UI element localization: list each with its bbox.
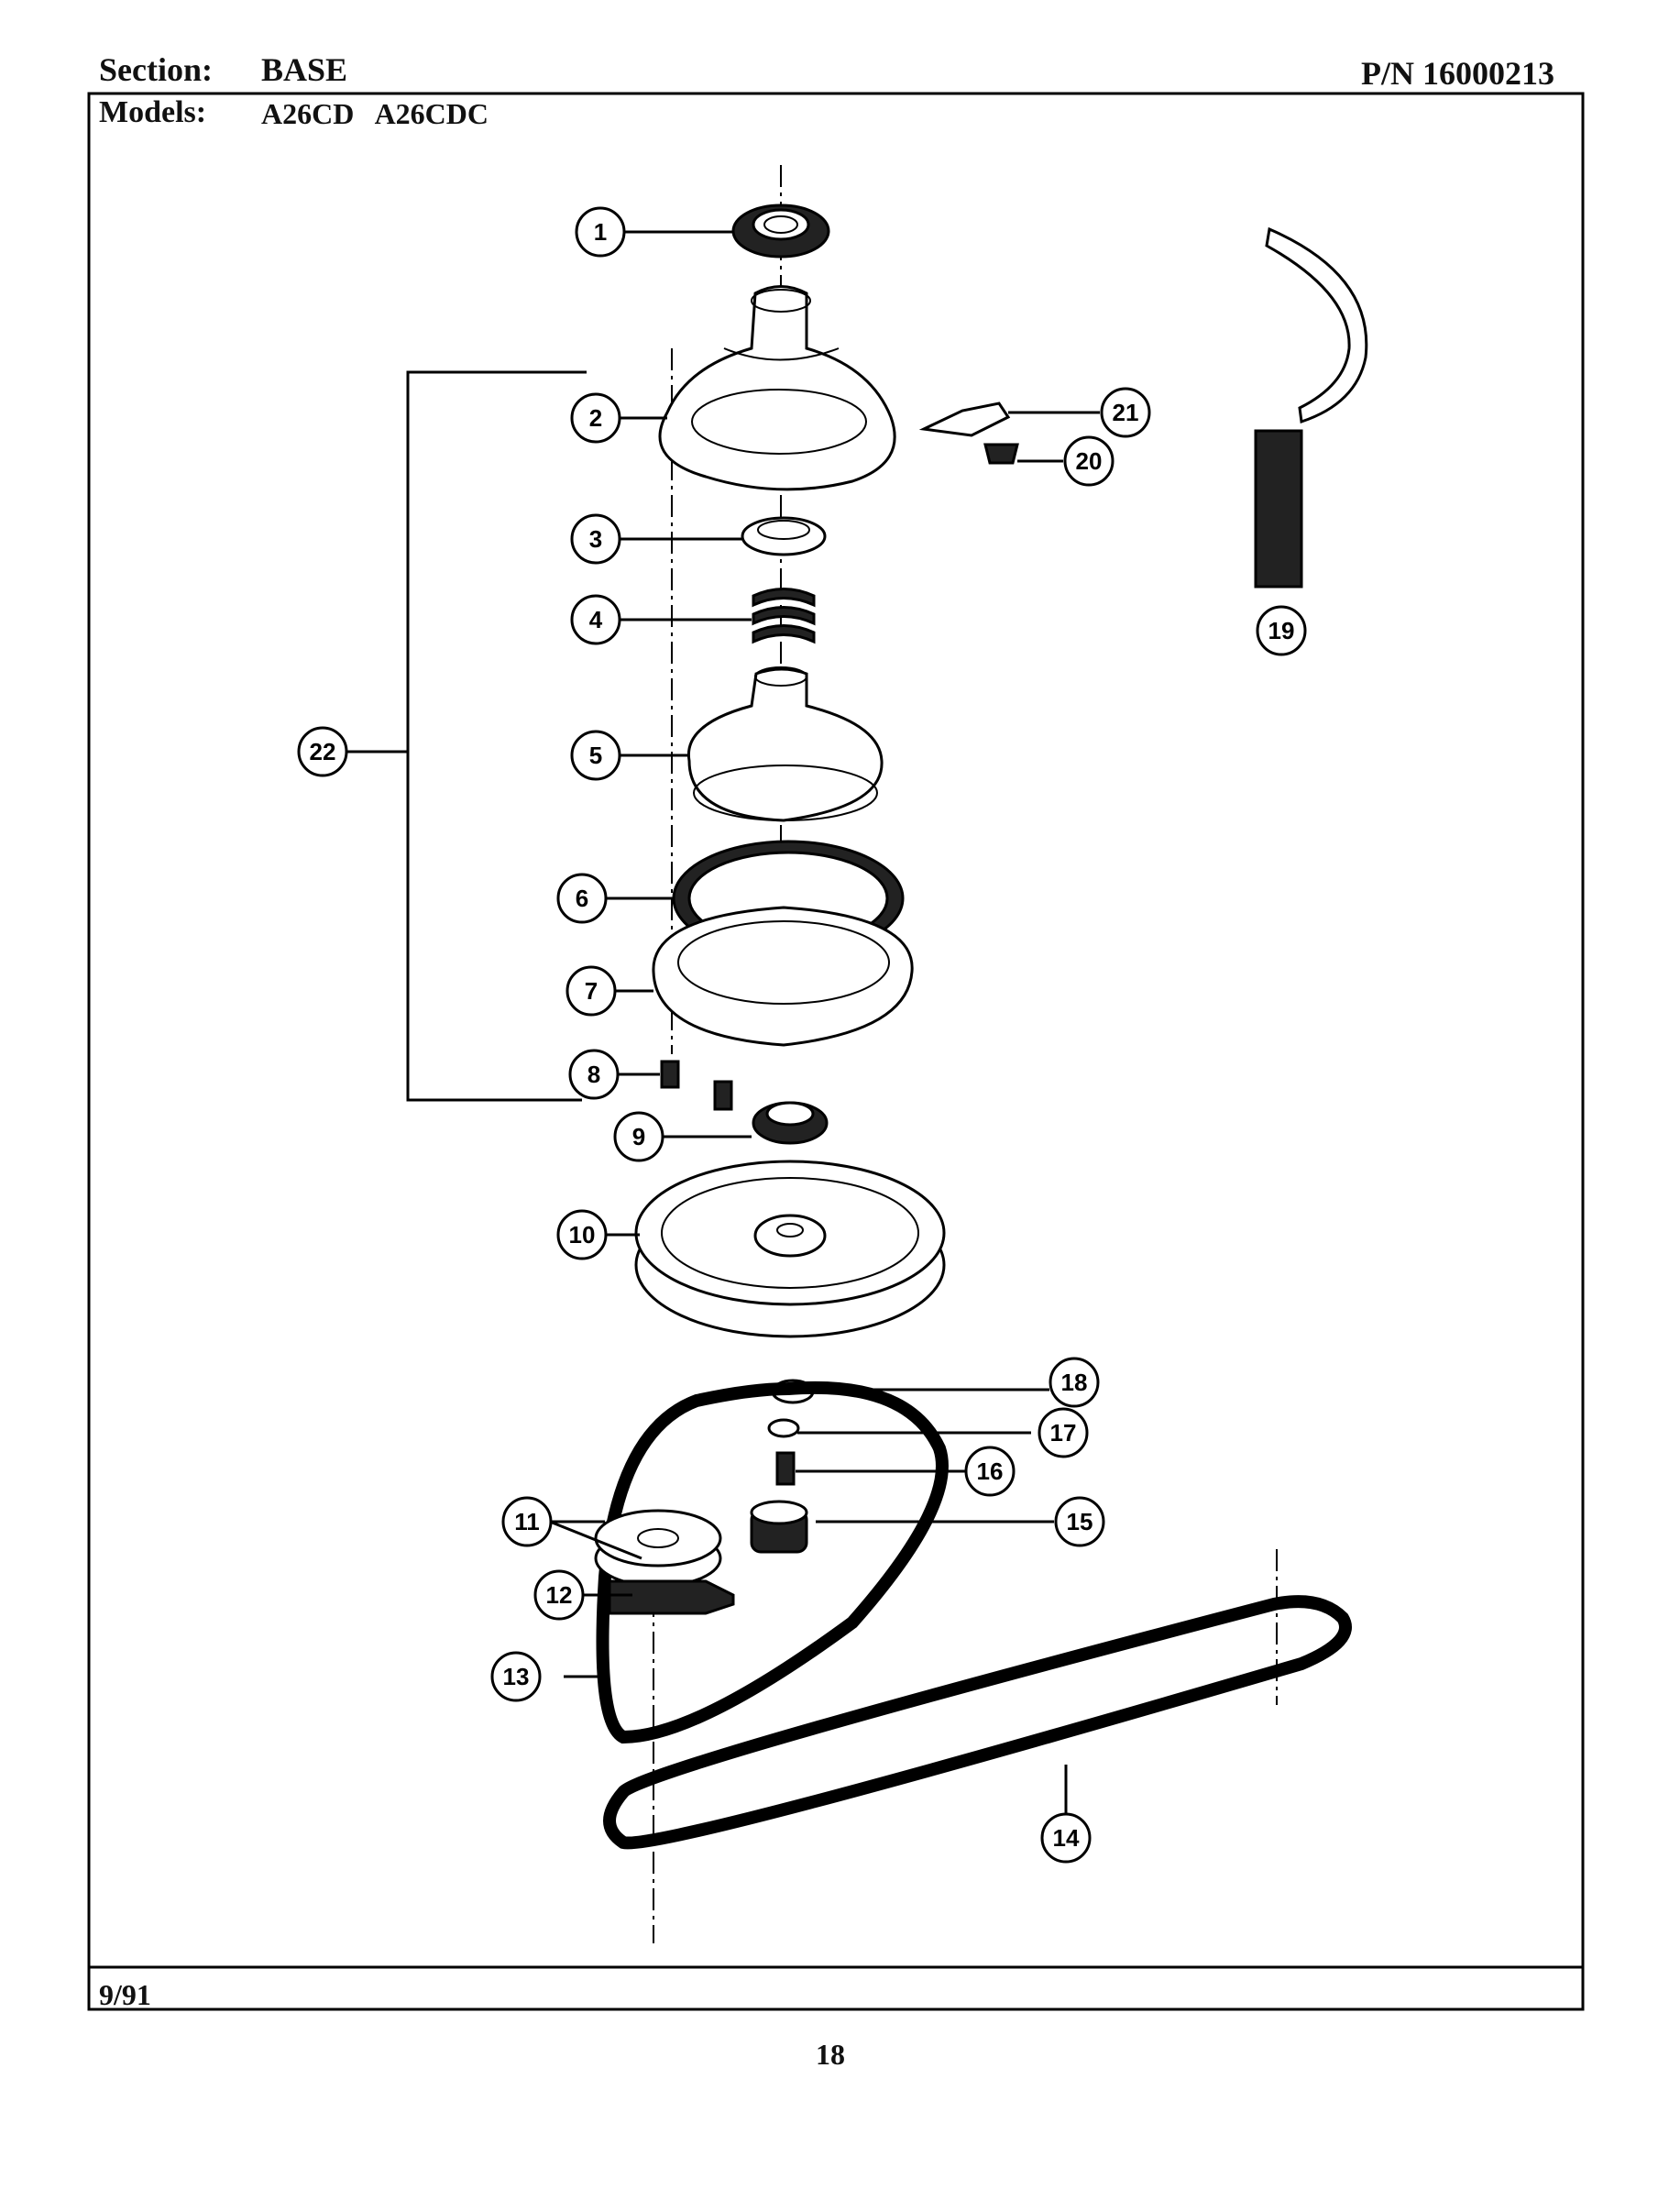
page-frame <box>87 92 1585 2011</box>
assembly-bracket <box>406 370 587 1102</box>
washer-17 <box>767 1418 800 1438</box>
hub-5 <box>686 666 884 822</box>
callout-5-label: 5 <box>589 742 602 769</box>
callout-20: 20 <box>1063 435 1115 487</box>
page-number: 18 <box>816 2038 845 2071</box>
callout-15: 15 <box>1054 1496 1105 1547</box>
callout-17-label: 17 <box>1050 1419 1077 1446</box>
callout-14-label: 14 <box>1053 1824 1080 1852</box>
leader-lines <box>344 230 1100 1831</box>
spring-4 <box>752 588 816 644</box>
callout-7: 7 <box>565 965 617 1017</box>
callout-21-label: 21 <box>1113 399 1139 426</box>
callout-19-label: 19 <box>1268 617 1295 644</box>
ring-7 <box>652 906 914 1047</box>
callout-11: 11 <box>501 1496 553 1547</box>
callout-21: 21 <box>1100 387 1151 438</box>
callout-13: 13 <box>490 1651 542 1702</box>
callout-15-label: 15 <box>1067 1508 1093 1535</box>
callout-16-label: 16 <box>977 1458 1004 1485</box>
bearing-1 <box>731 204 830 258</box>
drive-pulley-10 <box>634 1160 946 1338</box>
callout-18: 18 <box>1049 1357 1100 1408</box>
callout-4: 4 <box>570 594 621 645</box>
callout-12: 12 <box>533 1569 585 1621</box>
models-label: Models: <box>99 95 207 129</box>
screw-16 <box>775 1451 796 1486</box>
callout-10-label: 10 <box>569 1221 596 1248</box>
callout-2: 2 <box>570 392 621 444</box>
callout-5: 5 <box>570 730 621 781</box>
drive-belt-14 <box>603 1595 1352 1850</box>
screw-20 <box>983 443 1019 465</box>
section-label: Section: <box>99 51 213 88</box>
bolt-8a <box>660 1060 680 1089</box>
part-number: P/N 16000213 <box>1361 55 1554 92</box>
callout-9-label: 9 <box>632 1123 645 1150</box>
section-value: BASE <box>261 51 348 88</box>
bolt-8b <box>713 1080 733 1111</box>
callout-22-label: 22 <box>310 738 336 765</box>
callout-13-label: 13 <box>503 1663 530 1690</box>
callout-20-label: 20 <box>1076 447 1103 475</box>
clip-21 <box>918 402 1011 437</box>
callout-8-label: 8 <box>587 1061 600 1088</box>
sleeve-15 <box>750 1500 808 1554</box>
seal-3 <box>741 516 827 556</box>
callout-14: 14 <box>1040 1812 1092 1864</box>
callout-17: 17 <box>1038 1407 1089 1458</box>
callout-6: 6 <box>556 873 608 924</box>
callout-10: 10 <box>556 1209 608 1260</box>
bearing-9 <box>752 1101 829 1145</box>
models-value: A26CD A26CDC <box>261 97 489 130</box>
footer-date: 9/91 <box>99 1978 151 2011</box>
callout-11-label: 11 <box>514 1508 540 1535</box>
callout-4-label: 4 <box>589 606 603 633</box>
callout-16: 16 <box>964 1446 1016 1497</box>
callout-6-label: 6 <box>576 885 588 912</box>
callout-3-label: 3 <box>589 525 602 553</box>
spanner-wrench-19 <box>1254 226 1368 588</box>
callout-7-label: 7 <box>585 977 598 1005</box>
callout-1-label: 1 <box>594 218 607 246</box>
callout-19: 19 <box>1256 605 1307 656</box>
callout-9: 9 <box>613 1111 664 1162</box>
callout-12-label: 12 <box>546 1581 573 1609</box>
callout-2-label: 2 <box>589 404 602 432</box>
callout-18-label: 18 <box>1061 1369 1088 1396</box>
base-housing-2 <box>658 285 896 491</box>
pulley-hub-12 <box>608 1579 735 1615</box>
callout-22: 22 <box>297 726 348 777</box>
callout-3: 3 <box>570 513 621 565</box>
callout-1: 1 <box>575 206 626 258</box>
callout-8: 8 <box>568 1049 620 1100</box>
pump-belt-13 <box>596 1380 949 1744</box>
